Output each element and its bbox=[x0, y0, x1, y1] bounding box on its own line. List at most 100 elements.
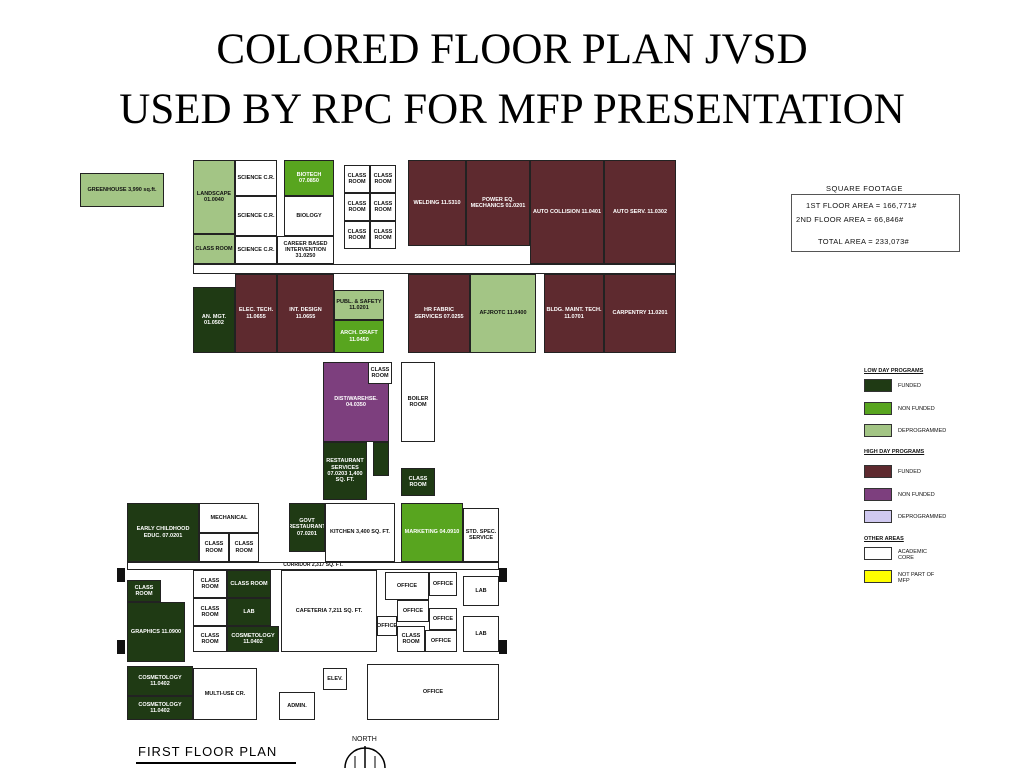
legend-low-day-heading: LOW DAY PROGRAMS bbox=[864, 368, 924, 374]
legend-swatch-low-deprogrammed bbox=[864, 424, 892, 437]
room-int-design: INT. DESIGN 11.0655 bbox=[277, 274, 334, 353]
legend-label: NOT PART OF MFP bbox=[898, 572, 935, 585]
second-floor-area: 2ND FLOOR AREA = 66,846# bbox=[796, 215, 904, 224]
room-elec-tech: ELEC. TECH. 11.0655 bbox=[235, 274, 277, 353]
room-afjrotc: AFJROTC 11.0400 bbox=[470, 274, 536, 353]
stair-marker bbox=[117, 568, 125, 582]
room-science-cr: SCIENCE C.R. bbox=[235, 236, 277, 264]
room-lab: LAB bbox=[463, 576, 499, 606]
room-class-room: CLASS ROOM bbox=[193, 234, 235, 264]
room-marketing: MARKETING 04.0910 bbox=[401, 503, 463, 562]
room-lab: LAB bbox=[227, 598, 271, 626]
room-lab: LAB bbox=[463, 616, 499, 652]
room-class-room: CLASS ROOM bbox=[193, 626, 227, 652]
room-office: OFFICE bbox=[397, 600, 429, 622]
page-title-line-1: COLORED FLOOR PLAN JVSD bbox=[216, 26, 808, 73]
room-govt-restaurant: GOVT RESTAURANT 07.0201 bbox=[289, 503, 325, 552]
room-greenhouse: GREENHOUSE 3,990 sq.ft. bbox=[80, 173, 164, 207]
room-cosmetology: COSMETOLOGY 11.0402 bbox=[127, 696, 193, 720]
floor-plan-label: FIRST FLOOR PLAN bbox=[138, 744, 278, 759]
room-office: OFFICE bbox=[377, 616, 397, 636]
first-floor-area: 1ST FLOOR AREA = 166,771# bbox=[806, 201, 917, 210]
legend-label: NON FUNDED bbox=[898, 406, 935, 412]
legend-high-day-heading: HIGH DAY PROGRAMS bbox=[864, 449, 925, 455]
room-restaurant: RESTAURANT SERVICES 07.0203 1,400 SQ. FT… bbox=[323, 442, 367, 500]
room-class-room: CLASS ROOM bbox=[397, 626, 425, 652]
room-class-room: CLASS ROOM bbox=[127, 580, 161, 602]
room-office: OFFICE bbox=[385, 572, 429, 600]
legend-swatch-academic-core bbox=[864, 547, 892, 560]
room-kitchen: KITCHEN 3,400 SQ. FT. bbox=[325, 503, 395, 562]
room-std-spec: STD. SPEC. SERVICE bbox=[463, 508, 499, 562]
room-office-large: OFFICE bbox=[367, 664, 499, 720]
room-hr-fabric: HR FABRIC SERVICES 07.0255 bbox=[408, 274, 470, 353]
north-label: NORTH bbox=[352, 736, 377, 743]
room-public-safety: PUBL. & SAFETY 11.0201 bbox=[334, 290, 384, 320]
room-cosmetology: COSMETOLOGY 11.0402 bbox=[227, 626, 279, 652]
room-mechanical: MECHANICAL bbox=[199, 503, 259, 533]
legend-other-heading: OTHER AREAS bbox=[864, 536, 904, 542]
stair-marker bbox=[499, 568, 507, 582]
legend-label: ACADEMIC CORE bbox=[898, 549, 928, 562]
legend-swatch-high-funded bbox=[864, 465, 892, 478]
room-an-mgt: AN. MGT. 01.0502 bbox=[193, 287, 235, 353]
legend-swatch-high-nonfunded bbox=[864, 488, 892, 501]
page-title-line-2: USED BY RPC FOR MFP PRESENTATION bbox=[119, 86, 905, 133]
room-class-room: CLASS ROOM bbox=[229, 533, 259, 562]
room-welding: WELDING 11.5310 bbox=[408, 160, 466, 246]
legend-swatch-not-part bbox=[864, 570, 892, 583]
room-landscape: LANDSCAPE 01.0040 bbox=[193, 160, 235, 234]
square-footage-box: 1ST FLOOR AREA = 166,771# 2ND FLOOR AREA… bbox=[791, 194, 960, 252]
room-auto-collision: AUTO COLLISION 11.0401 bbox=[530, 160, 604, 264]
legend-swatch-low-funded bbox=[864, 379, 892, 392]
legend-label: DEPROGRAMMED bbox=[898, 514, 947, 520]
room-stair-block bbox=[373, 442, 389, 476]
room-cosmetology: COSMETOLOGY 11.0402 bbox=[127, 666, 193, 696]
legend-label: NON FUNDED bbox=[898, 492, 935, 498]
corridor-lower: CORRIDOR 2,317 SQ. FT. bbox=[127, 562, 499, 570]
north-arrow-icon bbox=[344, 746, 386, 768]
room-class-room: CLASS ROOM bbox=[193, 570, 227, 598]
room-bldg-maint: BLDG. MAINT. TECH. 11.0701 bbox=[544, 274, 604, 353]
stair-marker bbox=[117, 640, 125, 654]
room-class-room: CLASS ROOM bbox=[344, 221, 370, 249]
room-class-room: CLASS ROOM bbox=[199, 533, 229, 562]
total-area: TOTAL AREA = 233,073# bbox=[818, 237, 910, 246]
stair-marker bbox=[499, 640, 507, 654]
room-cafeteria: CAFETERIA 7,211 SQ. FT. bbox=[281, 570, 377, 652]
room-admin: ADMIN. bbox=[279, 692, 315, 720]
room-multi-use: MULTI-USE CR. bbox=[193, 668, 257, 720]
room-class-room: CLASS ROOM bbox=[368, 362, 392, 384]
legend-label: FUNDED bbox=[898, 383, 921, 389]
room-biotech: BIOTECH 07.0850 bbox=[284, 160, 334, 196]
room-science-cr: SCIENCE C.R. bbox=[235, 160, 277, 196]
legend-swatch-low-nonfunded bbox=[864, 402, 892, 415]
room-elev: ELEV. bbox=[323, 668, 347, 690]
legend-label: DEPROGRAMMED bbox=[898, 428, 947, 434]
floor-plan-underline bbox=[136, 762, 296, 764]
legend-swatch-high-deprogrammed bbox=[864, 510, 892, 523]
room-class-room: CLASS ROOM bbox=[193, 598, 227, 626]
room-biology: BIOLOGY bbox=[284, 196, 334, 236]
room-graphics: GRAPHICS 11.0900 bbox=[127, 602, 185, 662]
room-early-childhood: EARLY CHILDHOOD EDUC. 07.0201 bbox=[127, 503, 199, 562]
room-class-room: CLASS ROOM bbox=[401, 468, 435, 496]
room-science-cr: SCIENCE C.R. bbox=[235, 196, 277, 236]
room-class-room: CLASS ROOM bbox=[370, 221, 396, 249]
room-office: OFFICE bbox=[429, 572, 457, 596]
room-class-room: CLASS ROOM bbox=[344, 193, 370, 221]
room-class-room: CLASS ROOM bbox=[370, 193, 396, 221]
room-career-based: CAREER BASED INTERVENTION 31.0250 bbox=[277, 236, 334, 264]
room-class-room: CLASS ROOM bbox=[370, 165, 396, 193]
room-power-eq: POWER EQ. MECHANICS 01.0201 bbox=[466, 160, 530, 246]
legend-label: FUNDED bbox=[898, 469, 921, 475]
room-office: OFFICE bbox=[425, 630, 457, 652]
room-arch-draft: ARCH. DRAFT 11.0450 bbox=[334, 320, 384, 353]
room-class-room: CLASS ROOM bbox=[227, 570, 271, 598]
room-class-room: CLASS ROOM bbox=[344, 165, 370, 193]
room-auto-serv: AUTO SERV. 11.0302 bbox=[604, 160, 676, 264]
room-boiler-room: BOILER ROOM bbox=[401, 362, 435, 442]
square-footage-heading: SQUARE FOOTAGE bbox=[826, 184, 903, 193]
corridor-upper bbox=[193, 264, 676, 274]
room-carpentry: CARPENTRY 11.0201 bbox=[604, 274, 676, 353]
